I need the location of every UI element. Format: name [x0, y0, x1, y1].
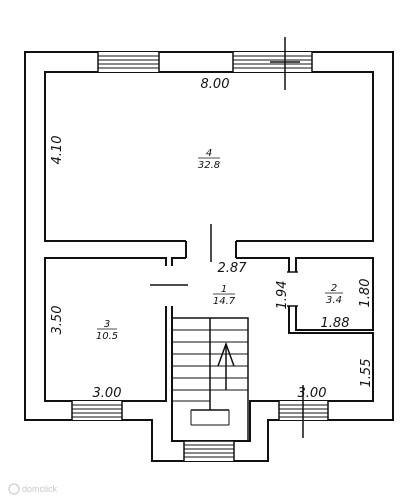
room-1-label: 1 14.7	[213, 284, 236, 307]
room-3-label: 3 10.5	[96, 319, 118, 342]
dim-room3-width: 3.00	[93, 386, 122, 401]
room-4-label: 4 32.8	[198, 148, 220, 171]
room-1-area: 14.7	[213, 296, 236, 307]
room-2-area: 3.4	[326, 295, 342, 306]
dim-bath-height: 1.80	[358, 279, 373, 308]
dim-bath-width: 1.88	[321, 316, 350, 331]
room-3-number: 3	[104, 319, 110, 330]
dim-stair-side: 1.55	[359, 359, 374, 388]
window-stairwell	[183, 441, 235, 461]
room-2-number: 2	[331, 283, 337, 294]
outer-wall	[24, 51, 394, 462]
dim-room3-depth: 3.50	[50, 306, 65, 335]
watermark-text: domclick	[22, 484, 58, 494]
room-4-number: 4	[206, 148, 212, 159]
hall-1-outline	[171, 257, 374, 442]
staircase	[171, 317, 249, 442]
dim-room4-width: 8.00	[201, 77, 230, 92]
room-3-area: 10.5	[96, 331, 118, 342]
dim-room4-depth: 4.10	[50, 136, 65, 165]
door-hall-bathroom	[287, 272, 298, 306]
room-2-label: 2 3.4	[325, 283, 343, 306]
dim-bath-side: 1.94	[275, 281, 290, 310]
window-top-left	[97, 52, 160, 72]
dim-hall-width: 2.87	[218, 261, 248, 276]
dim-right-bottom-width: 3.00	[298, 386, 327, 401]
room-1-number: 1	[221, 284, 227, 295]
room-4-area: 32.8	[198, 160, 220, 171]
watermark: domclick	[8, 483, 58, 495]
door-hall-room3	[164, 266, 174, 306]
window-room3	[71, 401, 123, 420]
